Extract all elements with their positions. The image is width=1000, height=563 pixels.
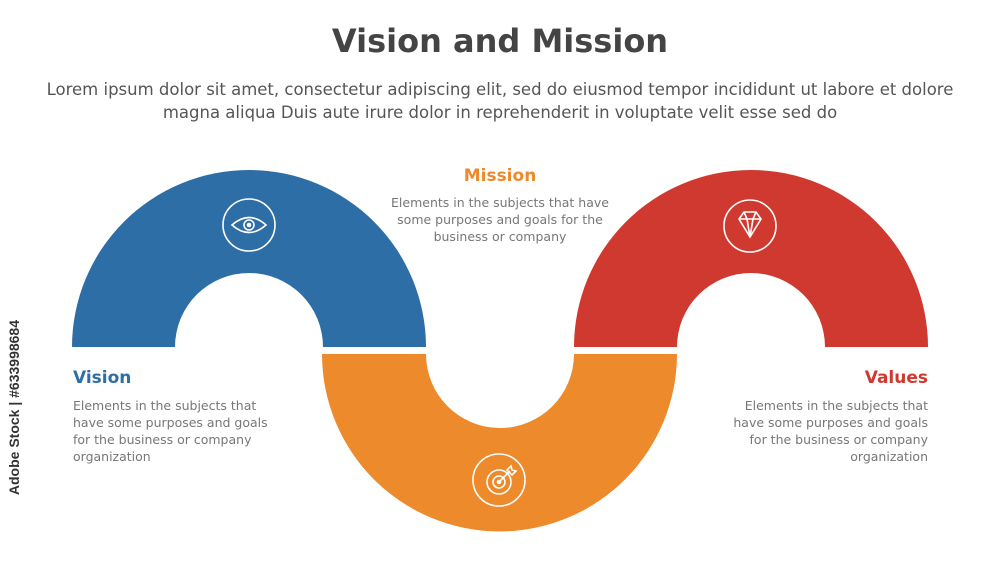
page-title: Vision and Mission — [331, 22, 669, 60]
vision-heading: Vision — [73, 368, 132, 388]
mission-heading: Mission — [463, 166, 537, 186]
values-heading: Values — [864, 368, 928, 388]
vision-description: Elements in the subjects that have some … — [73, 398, 268, 464]
values-description: Elements in the subjects that have some … — [733, 398, 928, 464]
watermark-text: Adobe Stock | #633998684 — [6, 320, 22, 496]
mission-description: Elements in the subjects that have some … — [391, 195, 609, 244]
target-icon — [472, 453, 526, 507]
vision-arc — [72, 170, 426, 347]
eye-icon — [222, 198, 276, 252]
values-arc — [574, 170, 928, 347]
mission-arc — [322, 354, 677, 532]
diamond-icon — [723, 199, 777, 253]
page-subtitle: Lorem ipsum dolor sit amet, consectetur … — [46, 80, 954, 122]
